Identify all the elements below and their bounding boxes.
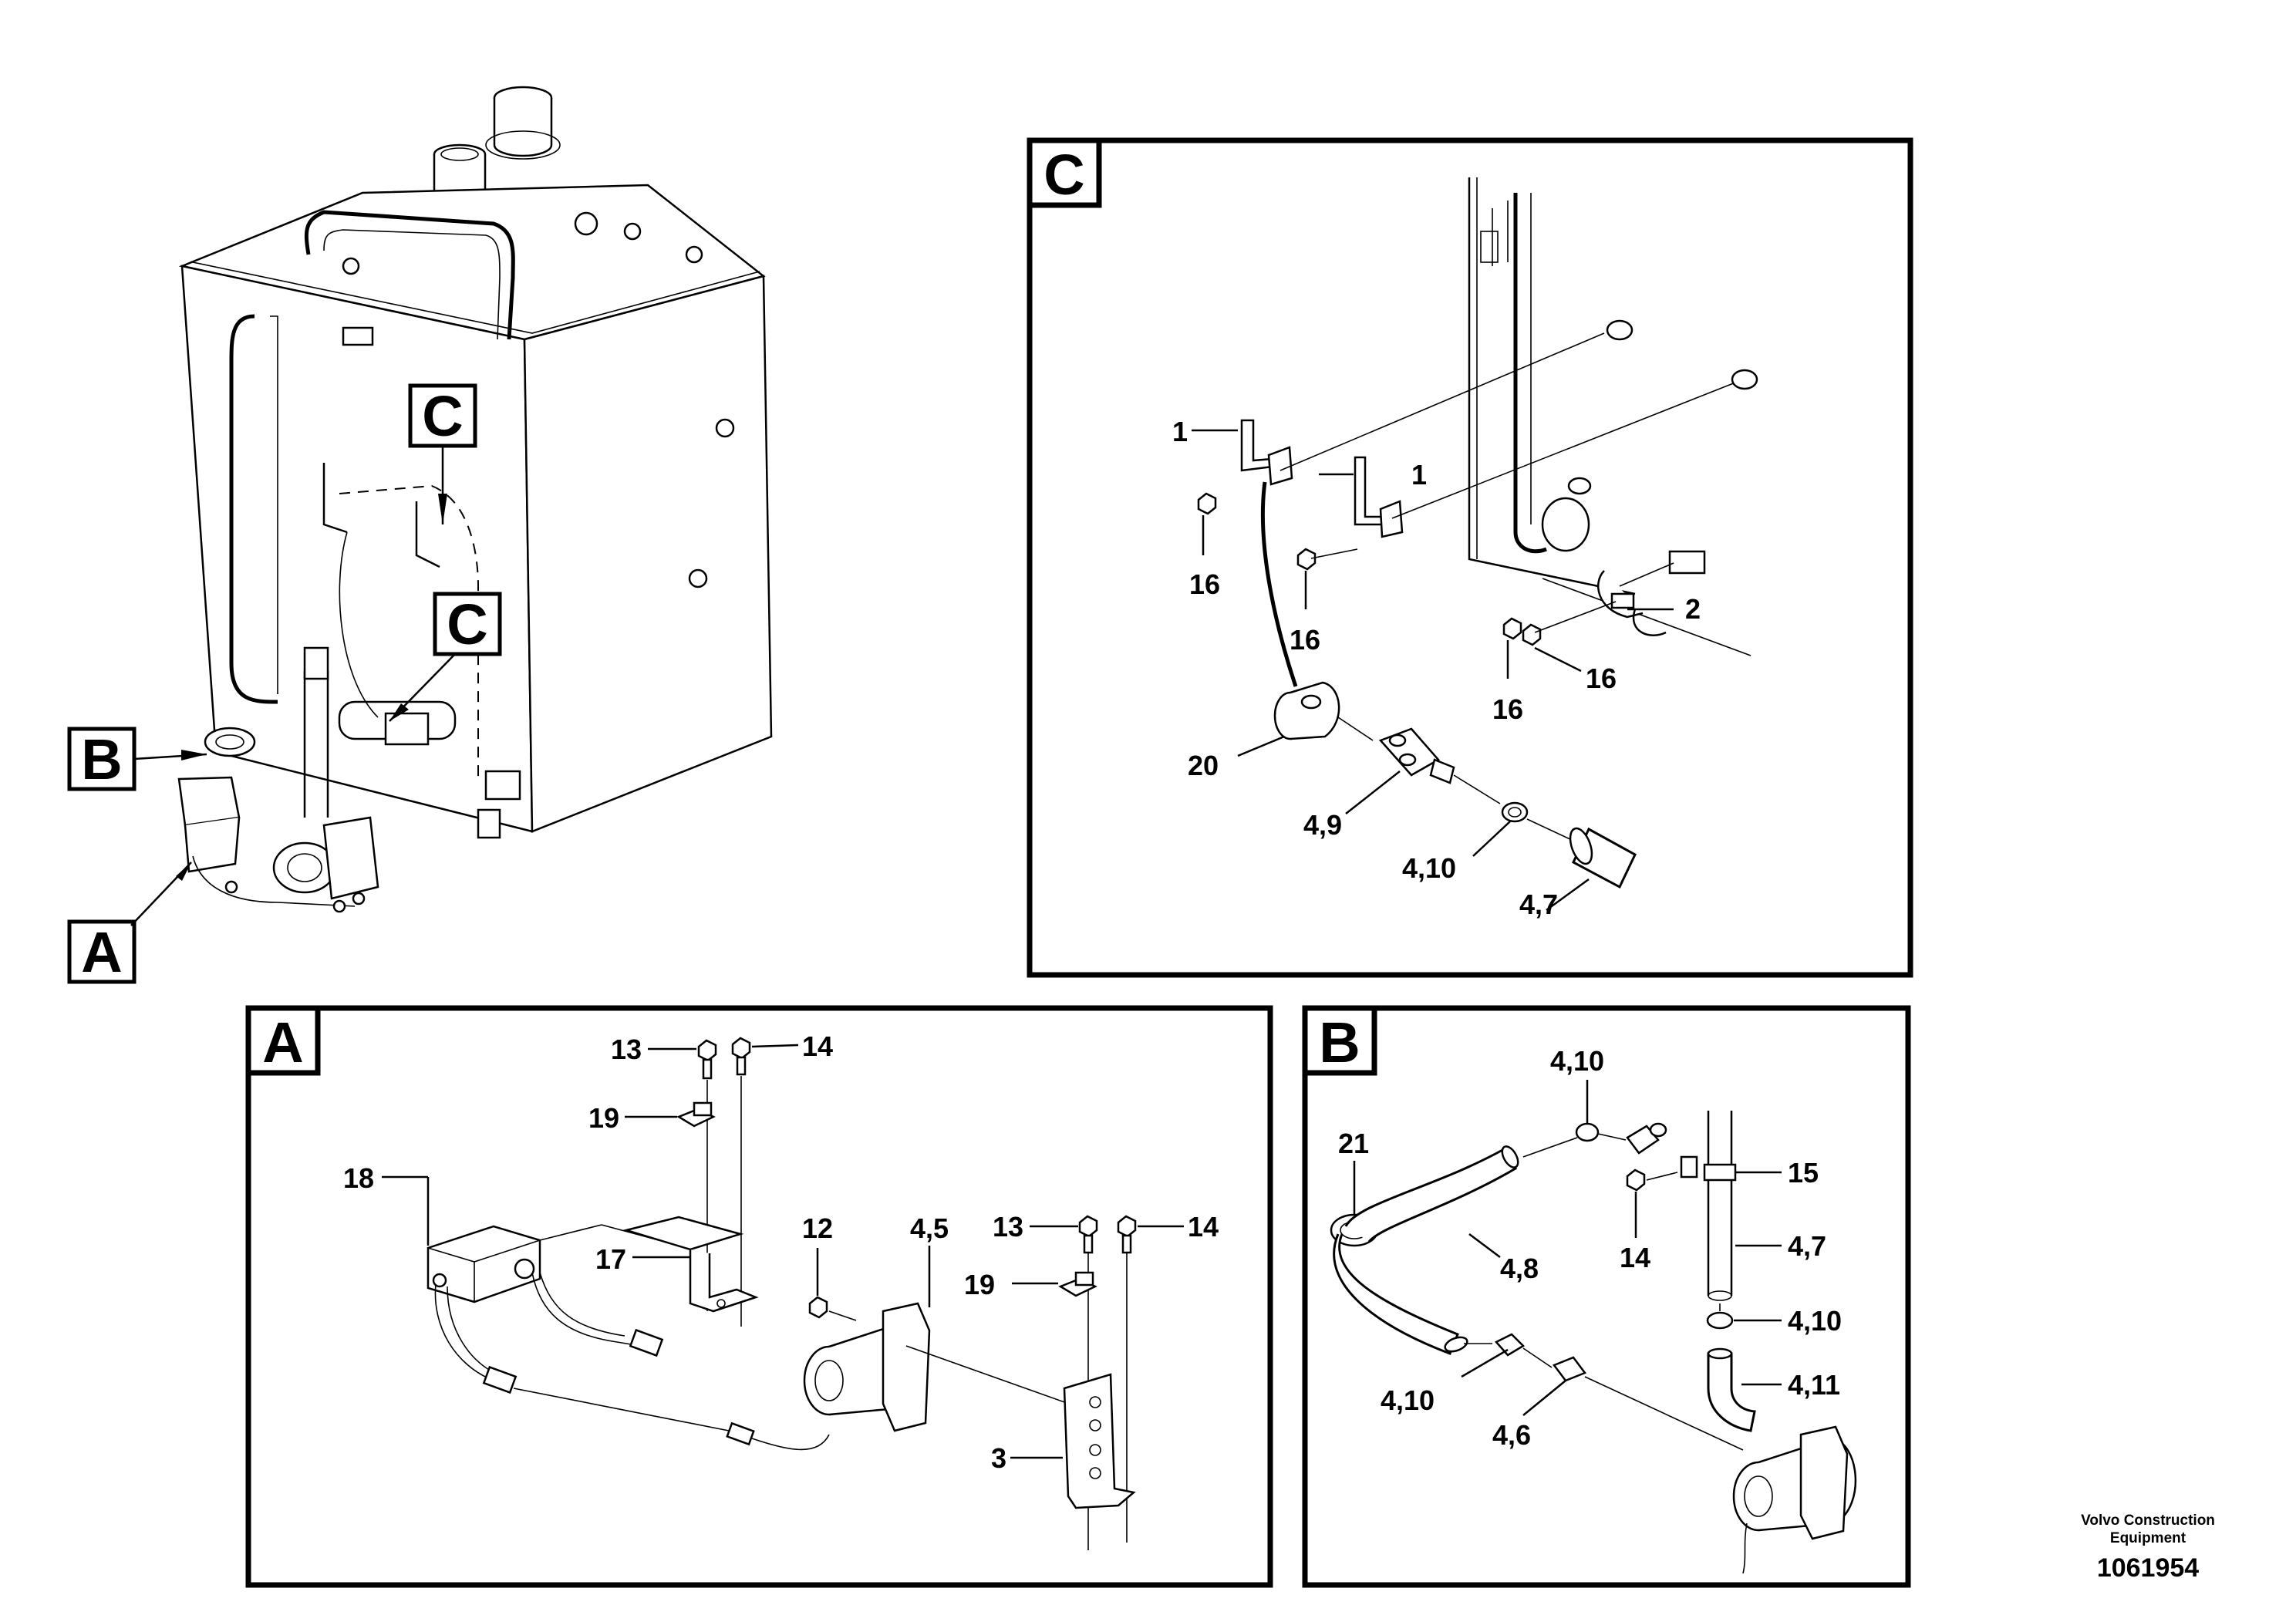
overview-label-a[interactable]: A — [67, 862, 192, 984]
callout-3: 3 — [991, 1442, 1006, 1474]
callout-4-11: 4,11 — [1788, 1369, 1840, 1401]
pump-assembly-overview — [177, 727, 379, 913]
callout-20: 20 — [1188, 750, 1219, 781]
callout-16: 16 — [1492, 693, 1523, 725]
callout-4-10: 4,10 — [1550, 1045, 1604, 1077]
svg-text:C: C — [422, 384, 463, 448]
solenoid-fragment — [1732, 1425, 1857, 1574]
callout-4-7: 4,7 — [1519, 889, 1558, 920]
callout-16: 16 — [1189, 568, 1220, 600]
callout-4-7: 4,7 — [1788, 1230, 1826, 1262]
callout-4-10: 4,10 — [1788, 1305, 1842, 1337]
brand-line-2: Equipment — [2109, 1530, 2186, 1546]
document-number: 1061954 — [2096, 1553, 2200, 1583]
svg-text:B: B — [81, 727, 122, 791]
callout-19: 19 — [588, 1102, 619, 1134]
bracket-17 — [622, 1216, 759, 1313]
callout-15: 15 — [1788, 1157, 1819, 1189]
callout-1: 1 — [1411, 459, 1427, 491]
view-b: B — [1302, 1005, 1911, 1588]
callout-2: 2 — [1685, 593, 1701, 625]
callout-16: 16 — [1586, 663, 1617, 694]
callout-16: 16 — [1290, 624, 1320, 656]
callout-19: 19 — [964, 1269, 995, 1300]
callout-4-8: 4,8 — [1500, 1253, 1539, 1284]
view-a-letter: A — [262, 1010, 303, 1074]
filler-cap — [485, 86, 561, 160]
callout-12: 12 — [802, 1212, 833, 1244]
callout-1: 1 — [1172, 416, 1188, 447]
bracket-3 — [1063, 1373, 1136, 1509]
callout-14: 14 — [802, 1030, 833, 1062]
brand-line-1: Volvo Construction — [2081, 1512, 2215, 1529]
callout-13: 13 — [993, 1211, 1023, 1243]
sensor-20 — [1273, 681, 1340, 740]
callout-4-6: 4,6 — [1492, 1419, 1531, 1451]
callout-13: 13 — [611, 1034, 642, 1065]
overview-label-c-upper[interactable]: C — [408, 383, 477, 524]
overview-label-c-lower[interactable]: C — [389, 592, 502, 722]
overview-label-b[interactable]: B — [67, 727, 207, 791]
svg-text:A: A — [81, 920, 122, 984]
tank-overview — [178, 86, 773, 839]
screw-16 — [1197, 492, 1542, 646]
view-c: C — [1027, 137, 1913, 978]
callout-4-9: 4,9 — [1303, 809, 1342, 841]
fitting-4-9 — [1378, 727, 1455, 784]
callout-17: 17 — [595, 1243, 626, 1275]
callout-4-10: 4,10 — [1381, 1384, 1435, 1416]
view-a: A — [245, 1005, 1273, 1588]
callout-14: 14 — [1188, 1211, 1219, 1243]
relay-18 — [426, 1225, 541, 1303]
solenoid-4-5 — [803, 1302, 931, 1432]
callout-14: 14 — [1620, 1242, 1650, 1273]
view-b-letter: B — [1319, 1010, 1360, 1074]
callout-4-5: 4,5 — [910, 1212, 949, 1244]
svg-text:C: C — [447, 592, 487, 656]
footer: Volvo Construction Equipment 1061954 — [2052, 1512, 2244, 1583]
callout-4-10: 4,10 — [1402, 852, 1456, 884]
tank-side — [523, 275, 773, 833]
callout-21: 21 — [1338, 1128, 1369, 1159]
view-c-letter: C — [1043, 143, 1084, 207]
callout-18: 18 — [343, 1162, 374, 1194]
